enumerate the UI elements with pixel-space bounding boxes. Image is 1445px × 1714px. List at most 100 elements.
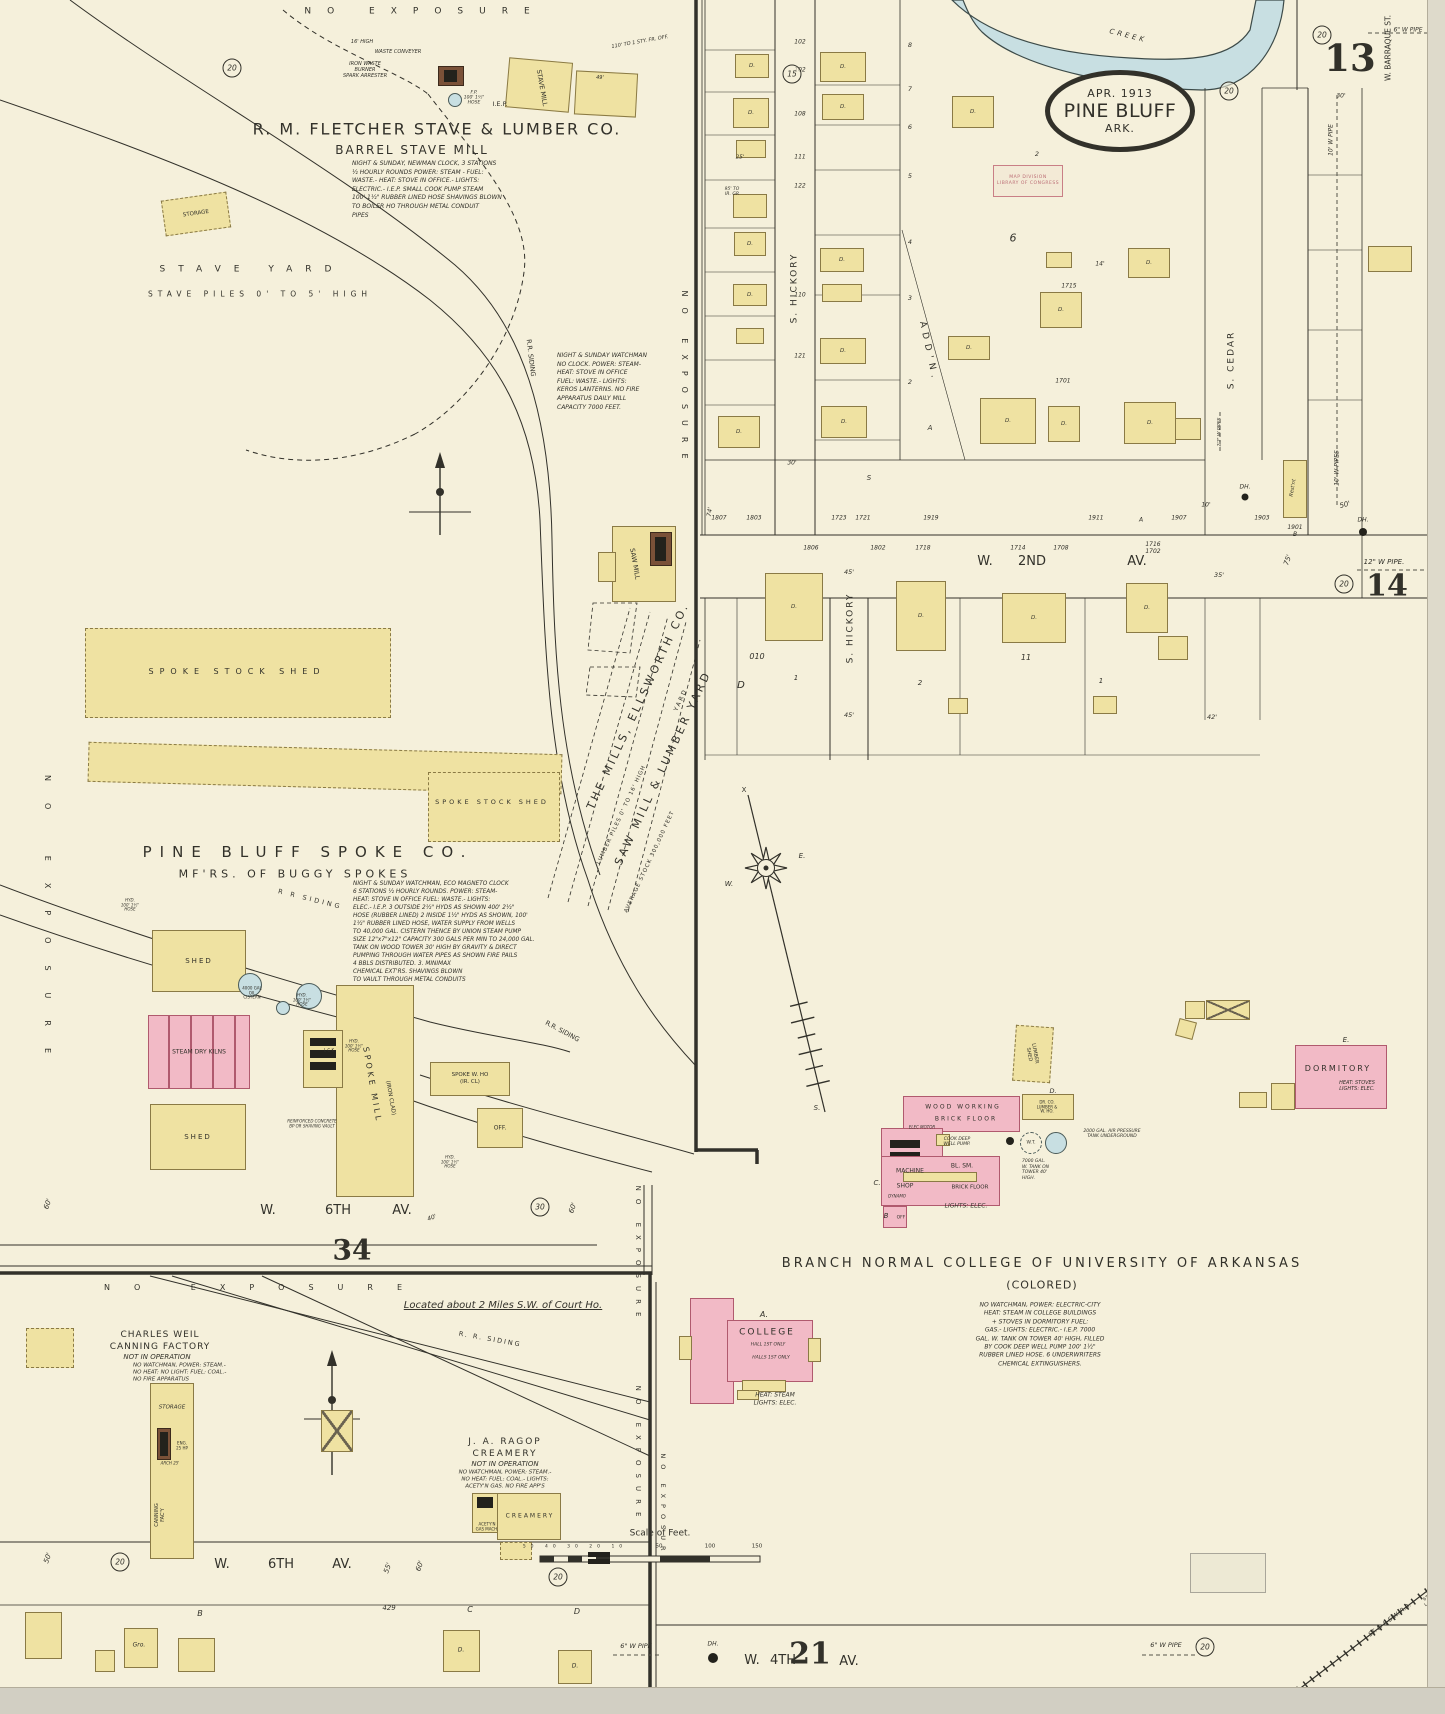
compass-feather: [790, 1016, 815, 1024]
map-path: [282, 9, 429, 95]
map-label: CREAMERY: [505, 1512, 555, 1520]
frame-building: [178, 1638, 215, 1672]
map-label: NO EXPOSURE: [679, 290, 689, 470]
sheet-right-margin: [1427, 0, 1445, 1688]
sheet-number-21: 21: [789, 1636, 831, 1672]
map-label: 1715: [1061, 282, 1077, 290]
map-label: 110: [794, 291, 806, 299]
circled-number-marker: 20: [1195, 1637, 1215, 1657]
map-label: 2: [917, 678, 923, 687]
map-path: [587, 602, 638, 654]
map-label: DH.: [1239, 483, 1251, 491]
map-label: S. HICKORY: [789, 252, 800, 324]
map-label: 25': [735, 154, 745, 161]
building-label: D.: [841, 418, 847, 425]
building-label: D.: [1031, 614, 1037, 621]
frame-building: D.: [1002, 593, 1066, 643]
map-label: 1901 B: [1287, 524, 1303, 538]
creek: [951, 0, 1285, 91]
map-label: HALL 1ST ONLY: [750, 1342, 786, 1348]
building-label: D.: [736, 428, 742, 435]
map-path: [261, 1275, 651, 1457]
building-label: D.: [1058, 306, 1064, 313]
map-line: [901, 229, 966, 461]
map-label: HEAT: STEAM LIGHTS: ELEC.: [753, 1391, 797, 1407]
map-label: F.P. 100' 1½" HOSE: [463, 90, 485, 106]
machinery-block: [477, 1497, 493, 1508]
stamp-text: MAP DIVISION: [1009, 174, 1047, 180]
map-label: NO EXPOSURE: [42, 774, 52, 1076]
map-label: 429: [382, 1603, 396, 1612]
compass-feather: [797, 1033, 816, 1039]
map-label: 1723: [831, 514, 847, 522]
map-label: ARCH 25': [160, 1460, 180, 1466]
map-label: Scale of Feet.: [629, 1528, 691, 1539]
frame-building: D.: [822, 94, 864, 120]
map-label: LIGHTS: ELEC.: [944, 1202, 988, 1210]
map-label: 1708: [1053, 544, 1069, 552]
frame-building: [733, 194, 767, 218]
frame-building: [85, 628, 391, 718]
map-label: 2: [907, 378, 913, 387]
map-label: I.E.P.: [492, 100, 508, 109]
map-path: [245, 433, 416, 461]
north-arrow-dot: [328, 1396, 336, 1404]
map-label: 6TH: [325, 1203, 351, 1219]
circled-number-marker: 20: [222, 58, 242, 78]
map-label: 5: [907, 172, 913, 181]
frame-building: [234, 1016, 236, 1088]
map-label: E.: [1342, 1035, 1350, 1044]
map-label: AV.: [839, 1654, 859, 1670]
brick-building: [727, 1320, 813, 1382]
map-label: BARREL STAVE MILL: [335, 142, 489, 157]
water-tank-icon: [238, 973, 262, 997]
map-label: SPOKE STOCK SHED: [435, 798, 549, 807]
map-label: 010: [749, 652, 765, 662]
frame-building: D.: [1128, 248, 1170, 278]
map-label: MF'RS. OF BUGGY SPOKES: [178, 867, 412, 881]
map-label: NO EXPOSURE: [634, 1185, 643, 1325]
map-label: NO WATCHMAN, POWER: STEAM.- NO HEAT: NO …: [133, 1362, 227, 1383]
map-label: 42': [1206, 713, 1218, 722]
map-label: MACHINE: [896, 1167, 924, 1175]
map-label: IRON WASTE BURNER SPARK ARRESTER: [342, 61, 388, 79]
building-label: D.: [840, 347, 846, 354]
map-label: D: [573, 1607, 581, 1617]
map-label: 4000 GAL OIL CISTERN: [242, 985, 262, 1000]
map-label: 1701: [1055, 377, 1071, 385]
sheet-bottom-margin: [0, 1687, 1445, 1714]
machinery-block: [890, 1140, 920, 1148]
building-label: D.: [791, 603, 797, 610]
frame-building: D.: [820, 248, 864, 272]
map-label: 4: [907, 238, 913, 247]
map-label: BRANCH NORMAL COLLEGE OF UNIVERSITY OF A…: [781, 1256, 1303, 1272]
map-label: 8: [907, 41, 913, 50]
map-label: W.: [260, 1203, 276, 1219]
map-path: [149, 1275, 651, 1403]
water-tank-icon: [296, 983, 322, 1009]
map-label: NO EXPOSURE: [634, 1385, 643, 1525]
map-label: 122: [794, 182, 806, 190]
map-label: 121: [794, 352, 806, 360]
circled-number-marker: 20: [548, 1567, 568, 1587]
frame-building: [321, 1410, 353, 1452]
map-path: [1295, 1572, 1445, 1693]
map-label: SHED: [185, 956, 213, 965]
building-label: D.: [749, 62, 755, 69]
building-label: D.: [1061, 420, 1067, 427]
map-path: [607, 621, 687, 911]
map-label: 1721: [855, 514, 871, 522]
map-label: AV.: [332, 1557, 352, 1573]
circled-number-marker: 20: [110, 1552, 130, 1572]
map-label: C: [467, 1605, 473, 1615]
hydrant-dot-icon: [1241, 493, 1249, 501]
map-label: CHARLES WEIL CANNING FACTORY: [109, 1330, 211, 1352]
frame-building: D.: [1048, 406, 1080, 442]
map-label: W.: [977, 554, 993, 570]
frame-building: [428, 772, 560, 842]
map-label: DORMITORY: [1304, 1064, 1372, 1074]
frame-building: [26, 1328, 74, 1368]
map-label: OFF.: [493, 1124, 507, 1132]
map-label: 150: [751, 1543, 763, 1550]
building-label: D.: [970, 108, 976, 115]
